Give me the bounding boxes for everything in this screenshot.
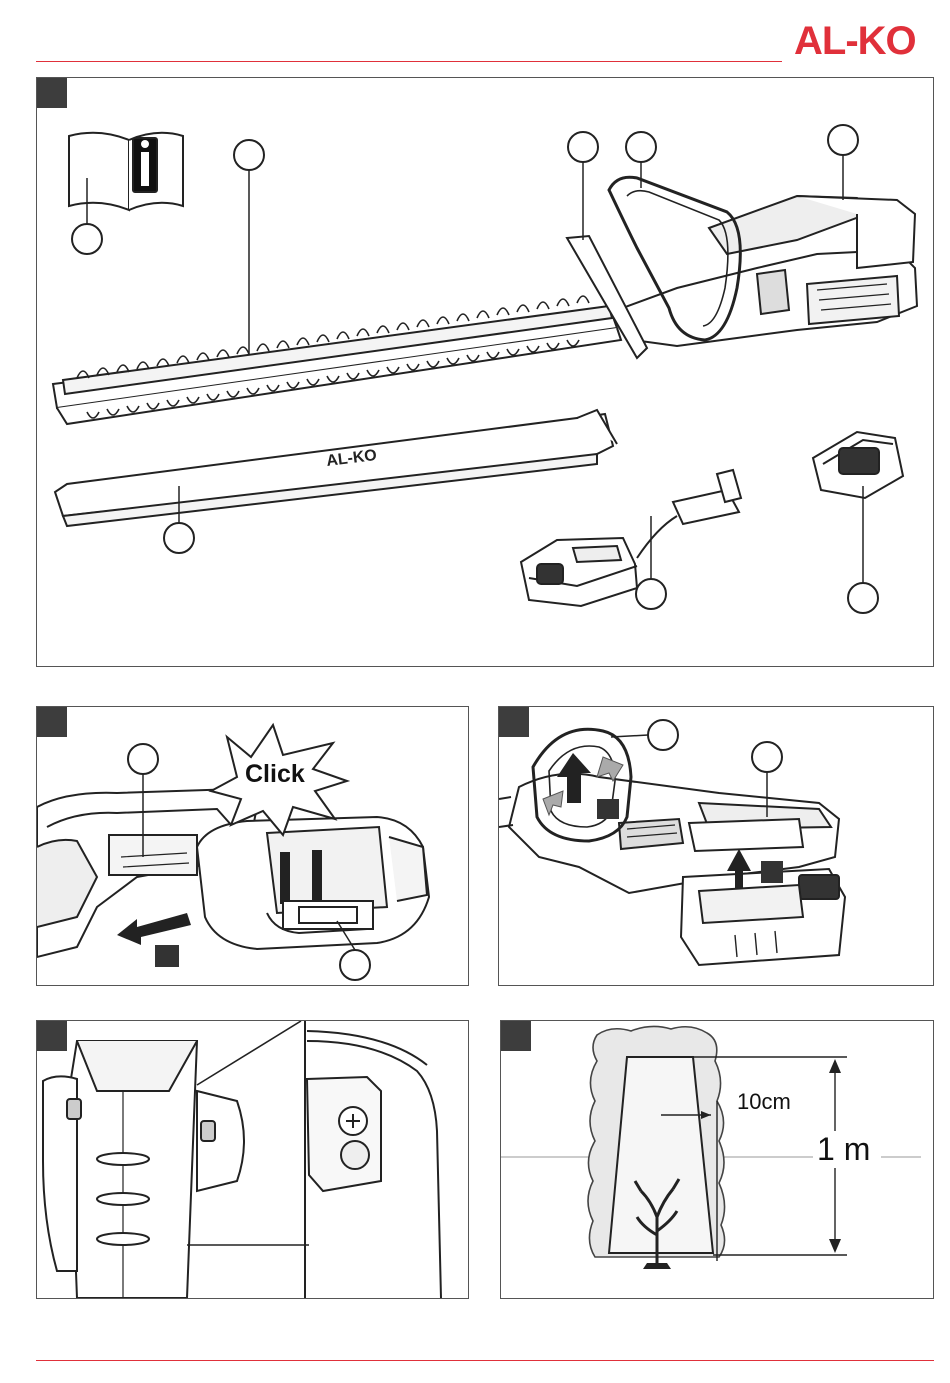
callout-marker bbox=[234, 140, 264, 170]
step-marker bbox=[761, 861, 783, 883]
trimmer-body bbox=[617, 196, 917, 346]
offset-dimension-label: 10cm bbox=[737, 1089, 791, 1115]
figure-cover-mount bbox=[36, 1020, 469, 1299]
footer-rule bbox=[36, 1360, 934, 1361]
click-label: Click bbox=[245, 760, 305, 789]
figure-battery-insert: Click bbox=[36, 706, 469, 986]
header-rule bbox=[36, 61, 782, 62]
overview-illustration: AL-KO bbox=[37, 78, 933, 666]
battery-charger bbox=[521, 538, 637, 606]
callout-marker bbox=[568, 132, 598, 162]
plug-adapter bbox=[673, 470, 741, 524]
height-dimension-label: 1 m bbox=[813, 1131, 874, 1168]
figure-hedge-cut: 10cm 1 m bbox=[500, 1020, 934, 1299]
callout-marker bbox=[128, 744, 158, 774]
figure-handle-release bbox=[498, 706, 934, 986]
battery-pack bbox=[197, 817, 429, 949]
mount-detail bbox=[307, 1031, 441, 1298]
callout-marker bbox=[626, 132, 656, 162]
blade-cover bbox=[69, 1041, 197, 1298]
battery-insert-illustration bbox=[37, 707, 468, 985]
callout-marker bbox=[648, 720, 678, 750]
step-marker bbox=[155, 945, 179, 967]
cover-mount-illustration bbox=[37, 1021, 468, 1298]
insert-direction-arrow bbox=[117, 913, 191, 945]
figure-overview: AL-KO bbox=[36, 77, 934, 667]
callout-marker bbox=[164, 523, 194, 553]
step-marker bbox=[597, 799, 619, 819]
callout-marker bbox=[752, 742, 782, 772]
callout-marker bbox=[340, 950, 370, 980]
callout-marker bbox=[72, 224, 102, 254]
manual-book-icon bbox=[69, 133, 183, 210]
handle-release-illustration bbox=[499, 707, 933, 985]
battery-pack bbox=[681, 869, 845, 965]
svg-text:AL-KO: AL-KO bbox=[794, 19, 916, 62]
callout-marker bbox=[636, 579, 666, 609]
brand-logo: AL-KO bbox=[790, 18, 940, 62]
callout-marker bbox=[828, 125, 858, 155]
battery-pack bbox=[813, 432, 903, 498]
callout-marker bbox=[848, 583, 878, 613]
